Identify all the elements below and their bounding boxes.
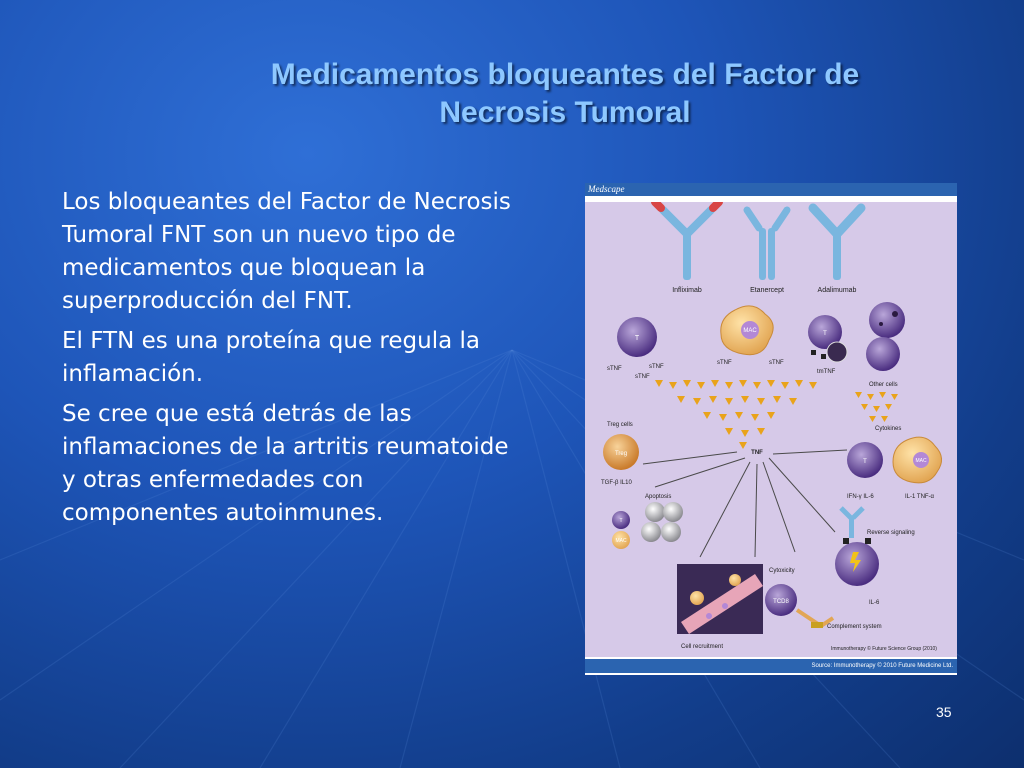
other-cells-icon xyxy=(866,302,905,371)
treg-cell-icon xyxy=(603,434,639,470)
figure-header: Medscape xyxy=(585,183,957,196)
cytokines-label: Cytokines xyxy=(875,426,901,432)
figure-panel: Infliximab Etanercept Adalimumab T sTNF … xyxy=(585,198,957,657)
tcd8-label: TCD8 xyxy=(773,599,789,605)
reverse-signaling-label: Reverse signaling xyxy=(867,530,915,536)
t-cell-icon xyxy=(617,317,657,357)
figure-footer: Source: Immunotherapy © 2010 Future Medi… xyxy=(585,659,957,673)
treg-label: Treg xyxy=(615,451,627,457)
apoptosis-t-label: T xyxy=(619,518,622,524)
complement-label: Complement system xyxy=(827,624,882,630)
slide-title: Medicamentos bloqueantes del Factor de N… xyxy=(180,56,950,132)
tnf-diagram: Infliximab Etanercept Adalimumab T sTNF … xyxy=(601,198,942,652)
apoptosis-cells-icon xyxy=(612,502,683,549)
antibody-adalimumab-icon xyxy=(808,203,866,280)
t-cell-label-2: T xyxy=(823,331,827,337)
apoptosis-label: Apoptosis xyxy=(645,494,671,500)
figure-citation: Immunotherapy © Future Science Group (20… xyxy=(831,645,937,652)
antibody-etanercept-icon xyxy=(743,206,791,280)
blood-vessel-icon xyxy=(677,564,763,634)
label-adalimumab: Adalimumab xyxy=(818,287,857,294)
tnf-triangles xyxy=(655,380,898,449)
cytokine-t-label: T xyxy=(863,459,867,465)
tgf-il10-label: TGF-β IL10 xyxy=(601,480,632,486)
antibody-infliximab-icon xyxy=(651,198,723,280)
treg-cells-label: Treg cells xyxy=(607,422,633,428)
ifn-il6-label: IFN-γ IL-6 xyxy=(847,494,874,500)
cytoxicity-label: Cytoxicity xyxy=(769,568,795,574)
stnf-label-2: sTNF xyxy=(649,364,664,370)
paragraph-3: Se cree que está detrás de las inflamaci… xyxy=(62,401,509,526)
stnf-label-1: sTNF xyxy=(607,366,622,372)
page-number: 35 xyxy=(936,704,952,720)
tnf-center-label: TNF xyxy=(751,450,763,456)
stnf-label-5: sTNF xyxy=(769,360,784,366)
tcd8-cell-icon xyxy=(765,584,835,628)
cytokine-mac-label: MAC xyxy=(915,458,927,464)
label-etanercept: Etanercept xyxy=(750,287,784,294)
cell-recruitment-label: Cell recruitment xyxy=(681,644,723,650)
other-cells-label: Other cells xyxy=(869,382,898,388)
paragraph-1: Los bloqueantes del Factor de Necrosis T… xyxy=(62,189,511,314)
body-text: Los bloqueantes del Factor de Necrosis T… xyxy=(62,186,512,537)
t-cell-label: T xyxy=(635,335,640,342)
macrophage-icon xyxy=(720,305,774,356)
label-infliximab: Infliximab xyxy=(672,287,702,294)
reverse-signaling-cell-icon xyxy=(835,506,879,586)
il6-bottom-label: IL-6 xyxy=(869,600,880,606)
cytokine-mac-icon xyxy=(892,436,942,484)
paragraph-2: El FTN es una proteína que regula la inf… xyxy=(62,328,480,387)
cytokine-t-cell-icon xyxy=(847,442,883,478)
stnf-label-3: sTNF xyxy=(635,374,650,380)
stnf-label-4: sTNF xyxy=(717,360,732,366)
mac-label: MAC xyxy=(743,328,757,334)
t-cell-tmtnf-icon xyxy=(808,315,848,363)
apoptosis-mac-label: MAC xyxy=(615,538,627,544)
tnf-diagram-figure: Medscape xyxy=(585,183,957,675)
tmtnf-label: tmTNF xyxy=(817,369,836,375)
title-line-1: Medicamentos bloqueantes del Factor de xyxy=(270,58,860,91)
tnf-arrows xyxy=(642,449,848,558)
il1-tnf-label: IL-1 TNF-α xyxy=(905,494,935,500)
title-line-2: Necrosis Tumoral xyxy=(439,96,691,129)
